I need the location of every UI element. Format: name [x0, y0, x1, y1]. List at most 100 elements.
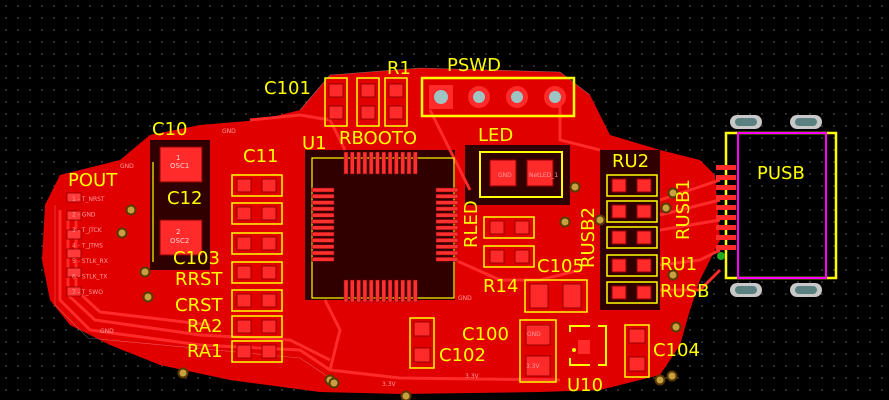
label-rrst: RRST [175, 269, 223, 290]
via [116, 227, 128, 239]
osc1-pin-label: 1 [176, 154, 180, 162]
osc2-pad-label: OSC2 [170, 237, 189, 245]
c100-pad-2 [525, 355, 551, 377]
mcu-pin [311, 187, 335, 193]
label-u1: U1 [302, 133, 327, 154]
mcu-pin [400, 279, 405, 303]
label-pusb: PUSB [757, 163, 805, 184]
top-component-outlines [324, 77, 408, 127]
mcu-pin [413, 279, 418, 303]
mcu-pin [435, 238, 459, 243]
traces [58, 100, 722, 382]
vias [116, 181, 682, 400]
mcu-pin [311, 225, 335, 231]
label-ra1: RA1 [187, 341, 223, 362]
pout-pin-label: 2 - GND [72, 212, 96, 219]
label-ru2: RU2 [612, 151, 649, 172]
via [660, 202, 672, 214]
rled-outlines [483, 216, 535, 268]
mcu-pin [311, 200, 335, 205]
c102-pad-1 [413, 321, 431, 337]
c102-pad-2 [413, 347, 431, 363]
label-c12: C12 [167, 188, 202, 209]
mcu-pin [387, 151, 393, 175]
mcu-pin [435, 257, 459, 262]
label-rled: RLED [461, 200, 482, 248]
right-resistor-pads [611, 178, 652, 300]
osc1-pad [159, 146, 203, 183]
mcu-pin [435, 225, 459, 231]
mcu-pin [311, 250, 335, 256]
via [670, 321, 682, 333]
osc1-pad-label: OSC1 [170, 162, 189, 170]
via [667, 269, 679, 281]
c105-pad-1 [529, 283, 549, 309]
c105-pad-2 [562, 283, 582, 309]
c105-outline [524, 279, 588, 313]
mcu-pin [435, 219, 459, 224]
mcu-pin [311, 231, 335, 237]
label-rusb2: RUSB2 [578, 207, 599, 268]
mcu-pin [435, 250, 459, 256]
pout-pin-label: 4 - T_JTMS [72, 243, 103, 250]
mcu-pin [381, 279, 387, 303]
mcu-pin [413, 151, 418, 175]
net-v33-1: 3.3V [382, 381, 397, 388]
mcu-pin [311, 194, 335, 199]
label-c103: C103 [173, 248, 220, 269]
pout-pin-label: 3 - T_JTCK [72, 227, 103, 234]
label-rusb1: RUSB1 [673, 179, 694, 240]
mcu-pin [311, 206, 335, 212]
via [177, 367, 189, 379]
rled-pads [489, 220, 530, 264]
mcu-pin [343, 279, 349, 303]
right-resistor-outlines [606, 174, 658, 304]
net-v33-2: 3.3V [465, 373, 480, 380]
mcu-pin [435, 206, 459, 212]
mcu-pin [311, 212, 335, 218]
via [667, 187, 679, 199]
left-component-pads [236, 178, 277, 359]
mcu-pin [356, 279, 361, 303]
led-netled-net: NetLED_1 [529, 172, 558, 179]
via [569, 181, 581, 193]
mcu-pin [406, 151, 412, 175]
label-c11: C11 [243, 146, 278, 167]
via [666, 370, 678, 382]
label-c101: C101 [264, 78, 311, 99]
net-gnd-2: GND [458, 295, 472, 302]
mcu-pin [394, 279, 399, 303]
label-c104: C104 [653, 340, 700, 361]
osc2-pad [159, 219, 203, 256]
mcu-pin [375, 279, 380, 303]
via [142, 291, 154, 303]
trace-outlines [54, 67, 591, 379]
label-c105: C105 [537, 256, 584, 277]
osc2-pin-label: 2 [176, 228, 180, 236]
mcu-pin [343, 151, 349, 175]
via [139, 266, 151, 278]
mcu-pin [362, 279, 368, 303]
label-ru1: RU1 [660, 254, 697, 275]
top-component-pads [328, 83, 404, 120]
label-ra2: RA2 [187, 316, 223, 337]
net-gnd-3: GND [100, 328, 114, 335]
mcu-pin [350, 151, 355, 175]
u10-outline [569, 325, 607, 366]
pout-pin-label: 1 - T_NRST [72, 196, 105, 203]
pout-pin-label: 5 - STLK_RX [72, 258, 108, 265]
net-gnd-4: GND [120, 163, 134, 170]
mcu-pin [387, 279, 393, 303]
label-crst: CRST [175, 295, 224, 316]
mcu-pin [435, 244, 459, 249]
mcu-pin [311, 238, 335, 243]
mcu-pin [356, 151, 361, 175]
mcu-pin [311, 219, 335, 224]
mcu-pin [435, 194, 459, 199]
c100-v33-net: 3.3V [526, 363, 541, 370]
via [400, 390, 412, 400]
label-led: LED [478, 125, 513, 146]
pout-pin-label: 7 - T_SWO [72, 289, 103, 296]
silkscreen-labels: PSWD C101 R1 RBOOTO U1 LED C10 C11 POUT … [68, 55, 805, 396]
